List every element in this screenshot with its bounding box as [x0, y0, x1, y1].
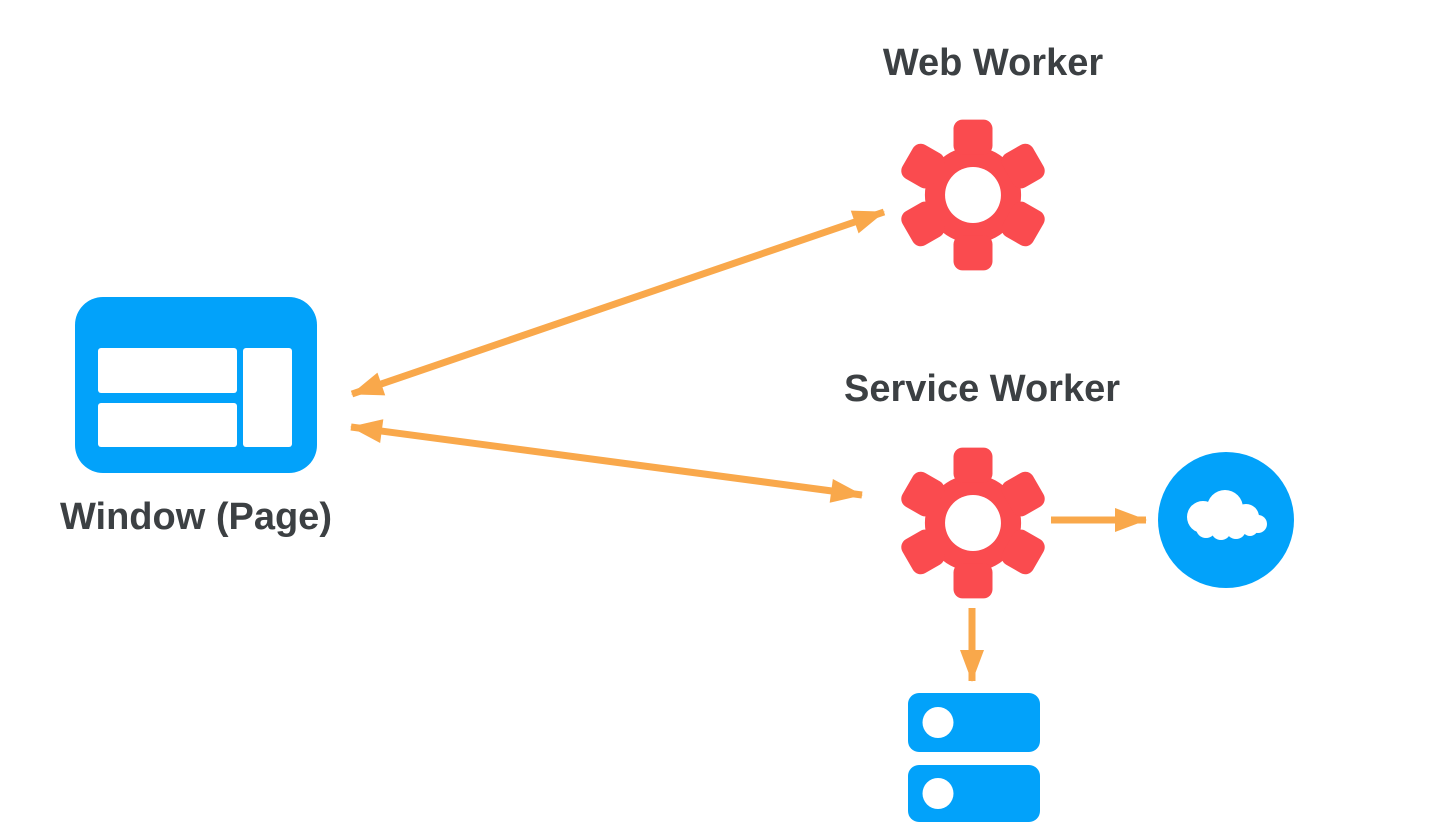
- arrow-window-webworker: [350, 208, 886, 398]
- cloud-icon: [1158, 452, 1294, 588]
- database-icon: [908, 693, 1040, 822]
- window-page-label: Window (Page): [60, 496, 332, 538]
- web-worker-gear-icon: [901, 119, 1045, 271]
- arrow-window-serviceworker: [350, 419, 863, 503]
- browser-window-icon: [75, 297, 317, 473]
- service-worker-label: Service Worker: [843, 368, 1121, 410]
- service-worker-gear-icon: [901, 447, 1045, 599]
- web-worker-label: Web Worker: [882, 42, 1104, 84]
